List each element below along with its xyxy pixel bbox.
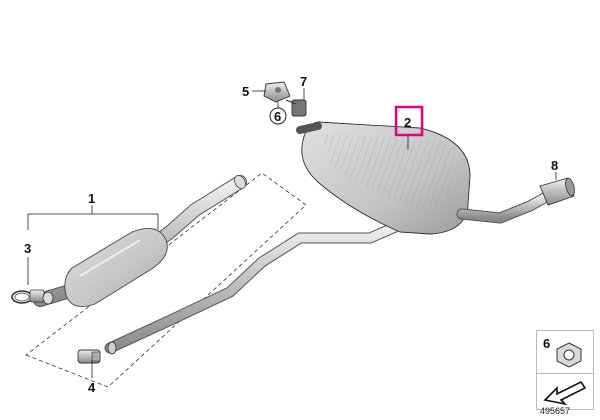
document-number: 495657 (540, 406, 571, 416)
callout-4: 4 (88, 380, 96, 395)
tail-pipe-trim (539, 177, 575, 206)
arrow-panel (537, 373, 593, 410)
reference-box: 6 (536, 330, 594, 410)
callout-8: 8 (551, 158, 558, 173)
clamp-4 (77, 341, 117, 364)
catalytic-converter (64, 227, 168, 307)
callout-6-circle (269, 107, 287, 125)
rear-pipe (104, 219, 406, 354)
highlight-frame (394, 105, 424, 137)
leader-lines (27, 88, 557, 378)
rear-silencer (296, 121, 554, 235)
callout-3: 3 (24, 241, 31, 256)
callout-7: 7 (300, 74, 307, 89)
callout-6: 6 (274, 109, 281, 124)
reference-part-number: 6 (543, 336, 551, 351)
hex-nut-icon (556, 342, 582, 368)
callout-2: 2 (404, 115, 411, 130)
callout-1: 1 (88, 191, 95, 206)
dashed-group-frame (25, 172, 307, 388)
clamp-3 (11, 289, 54, 305)
arrow-icon (543, 380, 587, 406)
hanger-bracket-5 (263, 81, 291, 103)
rubber-mount-7 (285, 99, 307, 117)
callout-5: 5 (242, 84, 249, 99)
front-pipe (33, 175, 247, 307)
